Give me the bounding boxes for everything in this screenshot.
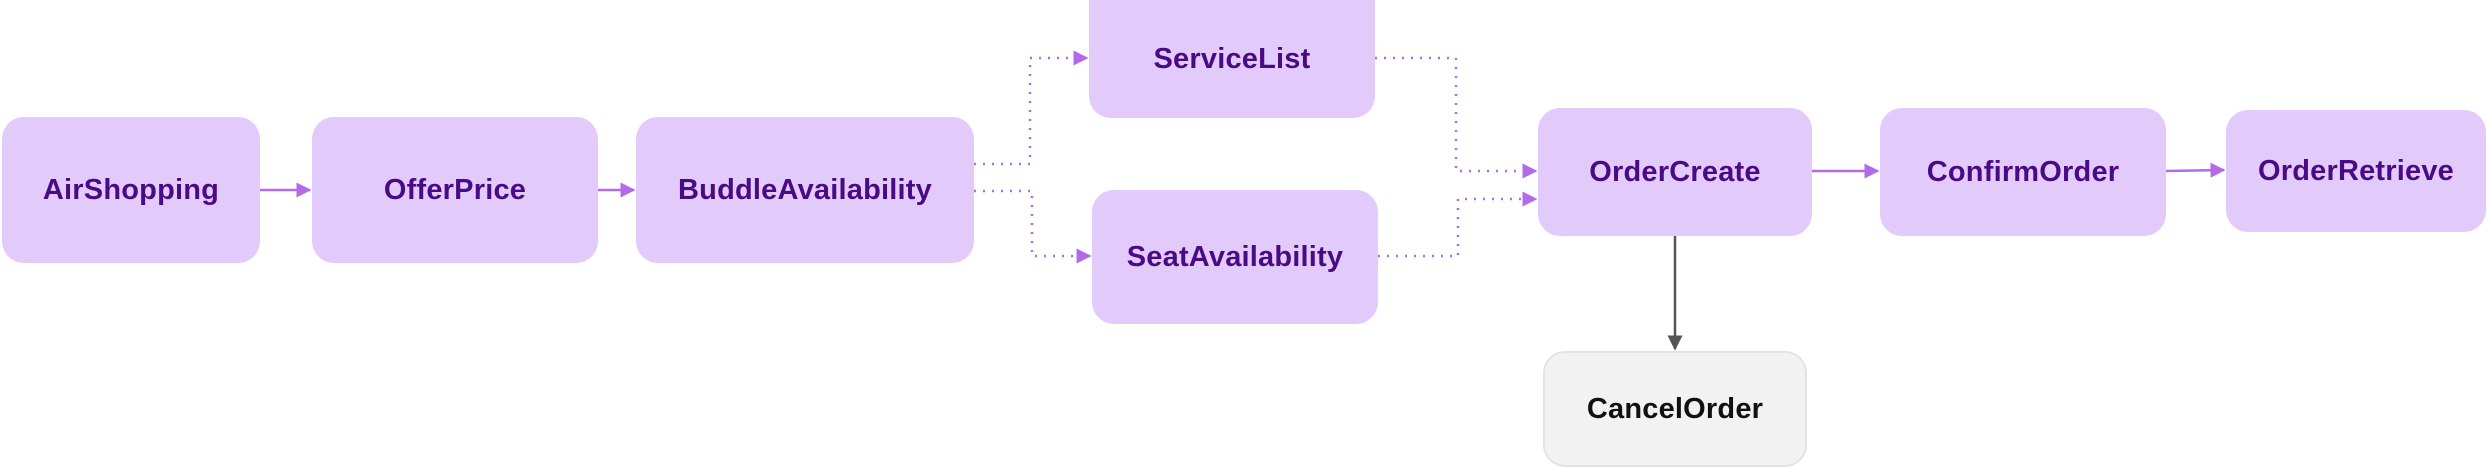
node-seat-availability[interactable]: SeatAvailability: [1092, 190, 1378, 324]
edge-seatavailability-ordercreate: [1378, 191, 1538, 258]
node-offerprice[interactable]: OfferPrice: [312, 117, 598, 263]
node-airshopping[interactable]: AirShopping: [2, 117, 260, 263]
node-service-list[interactable]: ServiceList: [1089, 0, 1375, 118]
node-cancel-order[interactable]: CancelOrder: [1543, 351, 1807, 467]
edge-buddleavailability-seatavailability: [974, 189, 1092, 264]
edge-buddleavailability-servicelist: [974, 50, 1089, 166]
edge-confirmorder-orderretrieve: [2165, 162, 2226, 178]
edge-servicelist-ordercreate: [1375, 56, 1538, 179]
node-confirm-order[interactable]: ConfirmOrder: [1880, 108, 2166, 236]
node-buddle-availability[interactable]: BuddleAvailability: [636, 117, 974, 263]
node-order-retrieve[interactable]: OrderRetrieve: [2226, 110, 2486, 232]
node-order-create[interactable]: OrderCreate: [1538, 108, 1812, 236]
